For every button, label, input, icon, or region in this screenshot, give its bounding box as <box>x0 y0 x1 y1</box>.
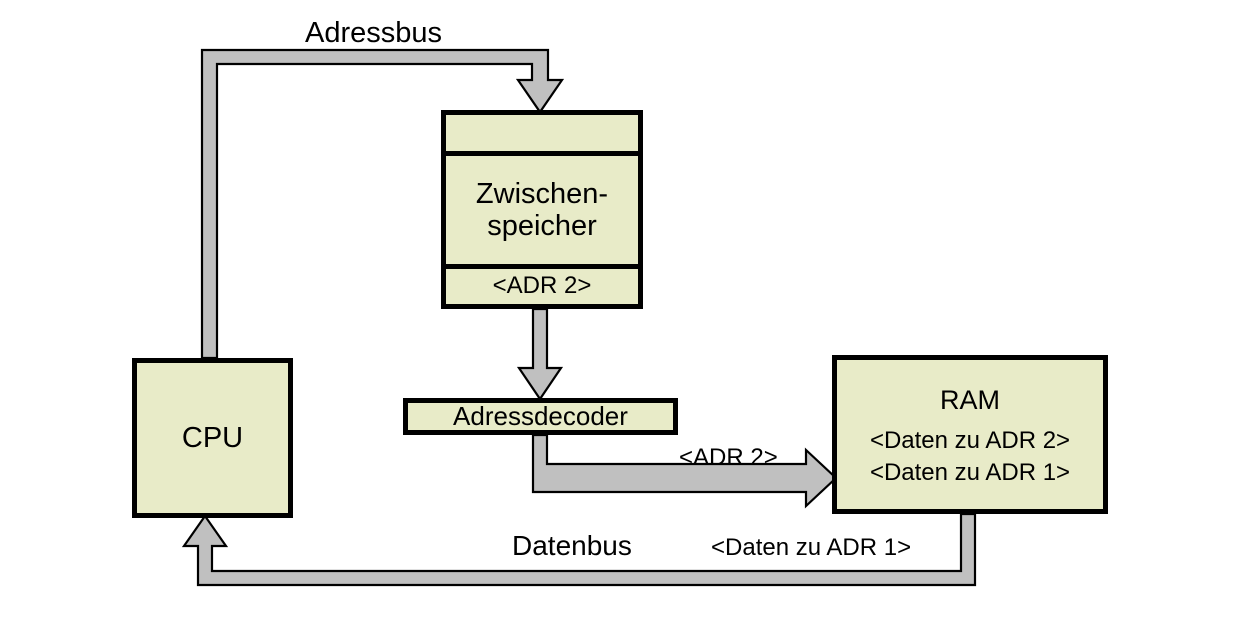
wire-buffer-to-decoder <box>516 307 564 401</box>
node-adressdecoder[interactable]: Adressdecoder <box>403 398 678 435</box>
label-adr2-to-ram: <ADR 2> <box>679 444 778 471</box>
label-adressbus: Adressbus <box>305 17 443 49</box>
node-zwischenspeicher[interactable]: Zwischen- speicher <ADR 2> <box>441 110 643 309</box>
buffer-address-value: <ADR 2> <box>492 272 592 300</box>
node-ram[interactable]: RAM <Daten zu ADR 2> <Daten zu ADR 1> <box>832 355 1108 514</box>
buffer-top-band <box>446 115 638 151</box>
ram-data-row-2: <Daten zu ADR 1> <box>869 458 1071 486</box>
wire-datenbus <box>181 512 977 587</box>
buffer-main-band: Zwischen- speicher <box>446 151 638 269</box>
wire-adressbus <box>200 48 565 360</box>
label-daten-zu-adr1: <Daten zu ADR 1> <box>711 534 912 561</box>
node-adressdecoder-label: Adressdecoder <box>453 400 628 431</box>
wire-decoder-to-ram <box>531 433 838 509</box>
node-cpu[interactable]: CPU <box>132 358 293 518</box>
node-cpu-label: CPU <box>181 421 244 454</box>
ram-data-row-1: <Daten zu ADR 2> <box>869 426 1071 454</box>
buffer-footer-band: <ADR 2> <box>446 269 638 304</box>
node-ram-title: RAM <box>940 384 1000 415</box>
label-datenbus: Datenbus <box>512 530 632 561</box>
node-zwischenspeicher-label: Zwischen- speicher <box>475 177 609 242</box>
